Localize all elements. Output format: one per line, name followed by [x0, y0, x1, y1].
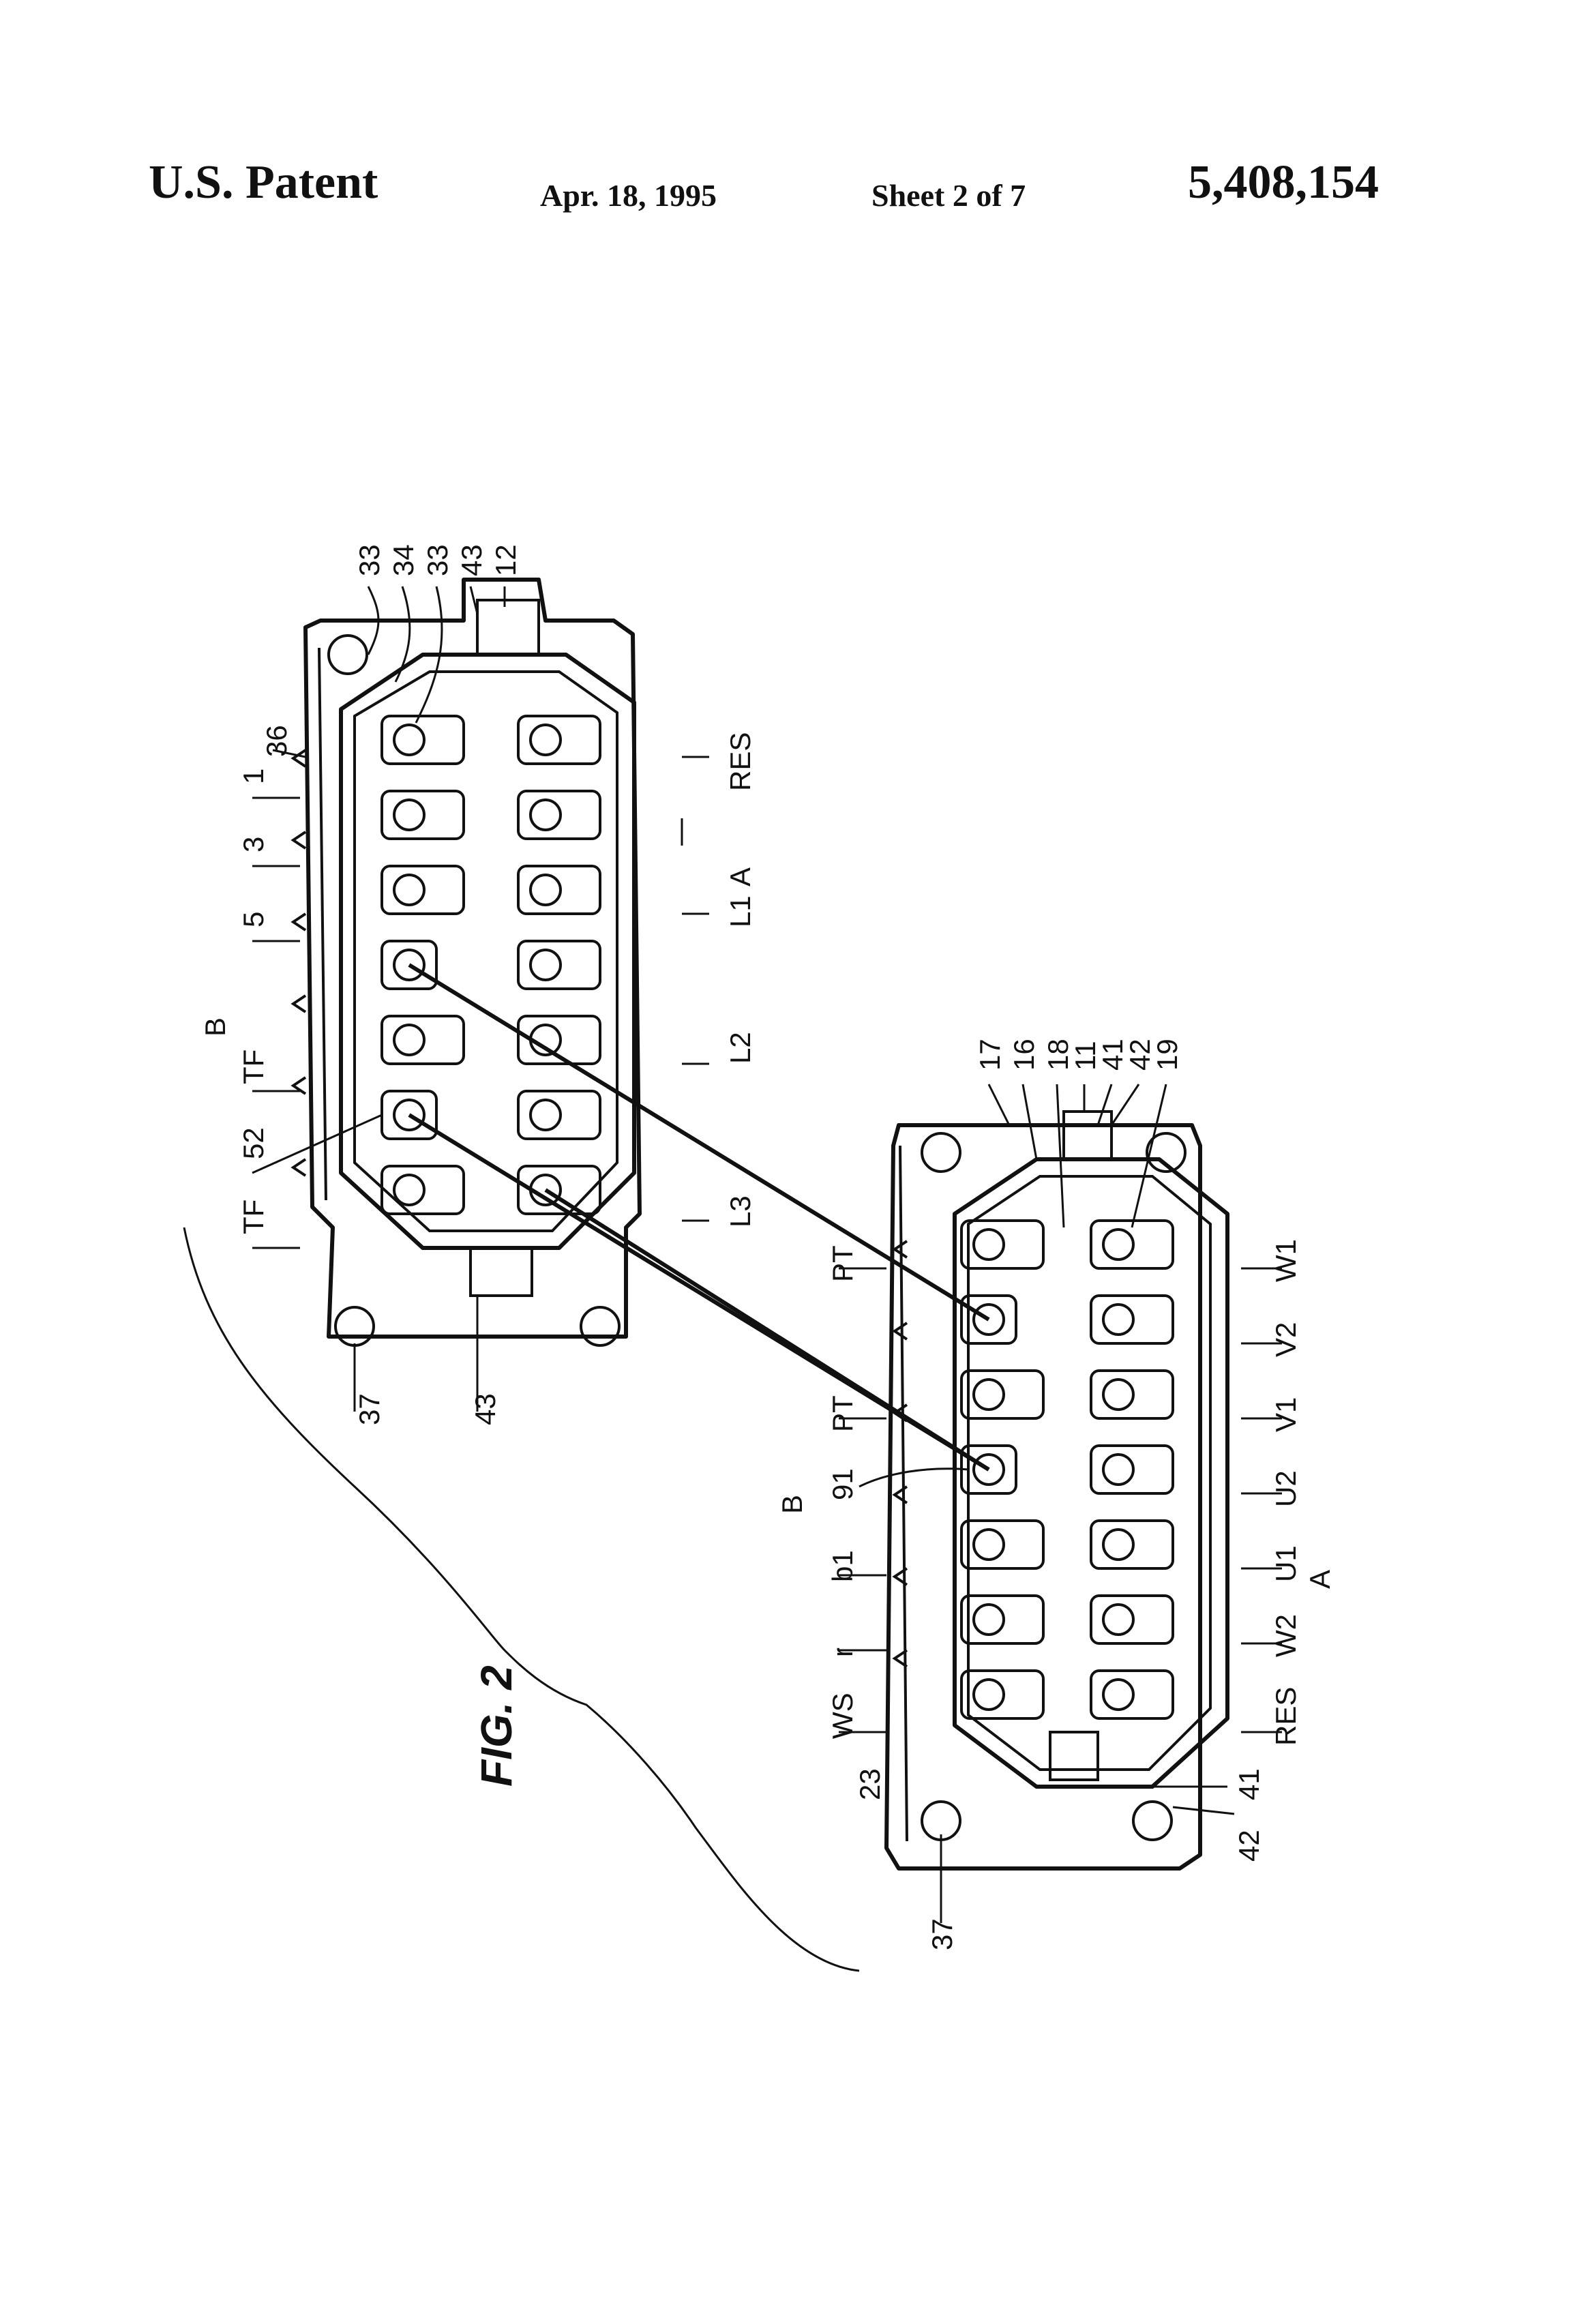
pin-u2: U2 — [1270, 1470, 1302, 1507]
ref-42-bottom: 42 — [1233, 1830, 1265, 1862]
arrow-a-upper: A — [724, 867, 756, 887]
ref-19: 19 — [1151, 1039, 1183, 1071]
pin-v2: V2 — [1270, 1322, 1302, 1357]
lower-right-pin-labels: W1 V2 V1 U2 U1 W2 A RES — [1270, 1239, 1336, 1746]
arrow-a-lower: A — [1304, 1570, 1336, 1589]
pin-pt-1: PT — [826, 1245, 859, 1282]
pin-l2: L2 — [724, 1032, 756, 1064]
figure-title: FIG. 2 — [472, 1665, 521, 1787]
pin-5: 5 — [237, 912, 269, 927]
ref-18: 18 — [1042, 1039, 1074, 1071]
ref-41-bottom: 41 — [1233, 1768, 1265, 1800]
patent-label: U.S. Patent — [149, 156, 378, 209]
ref-33b: 33 — [421, 544, 453, 576]
pin-u1: U1 — [1270, 1545, 1302, 1582]
ref-52: 52 — [237, 1127, 269, 1159]
ref-16: 16 — [1008, 1039, 1040, 1071]
upper-left-pin-labels: 36 1 3 5 TF 52 TF B — [199, 725, 293, 1234]
upper-top-labels: 33 34 33 43 12 — [353, 544, 522, 576]
ref-12: 12 — [490, 544, 522, 576]
ref-23: 23 — [854, 1768, 886, 1800]
pin-tf-2: TF — [237, 1200, 269, 1234]
pin-l3: L3 — [724, 1195, 756, 1227]
pin-pt-2: PT — [826, 1395, 859, 1432]
view-marker-b-lower: B — [776, 1495, 808, 1514]
pin-w1: W1 — [1270, 1239, 1302, 1282]
pin-r: r — [826, 1648, 859, 1657]
ref-37-lower: 37 — [926, 1918, 958, 1950]
pin-w2: W2 — [1270, 1614, 1302, 1657]
ref-34: 34 — [387, 544, 419, 576]
ref-41-top: 41 — [1096, 1039, 1129, 1071]
ref-42-top: 42 — [1124, 1039, 1156, 1071]
patent-date: Apr. 18, 1995 — [540, 178, 717, 213]
lower-terminals — [960, 1219, 1174, 1720]
pin-v1: V1 — [1270, 1397, 1302, 1432]
ref-37-upper: 37 — [353, 1393, 385, 1425]
lower-left-pin-labels: PT PT 91 B b1 r WS 23 — [776, 1245, 886, 1800]
patent-number: 5,408,154 — [1188, 156, 1379, 209]
ref-11: 11 — [1069, 1041, 1101, 1071]
ref-43-top: 43 — [456, 544, 488, 576]
upper-bottom-labels: 37 43 — [353, 1393, 501, 1425]
ref-33a: 33 — [353, 544, 385, 576]
figure-brace — [183, 1227, 860, 1972]
ref-36: 36 — [260, 725, 293, 757]
ref-43-bottom: 43 — [469, 1393, 501, 1425]
upper-terminals — [380, 715, 601, 1215]
leader-lines — [252, 586, 1282, 1923]
pin-3: 3 — [237, 837, 269, 852]
connecting-wires — [408, 963, 990, 1472]
sheet-number: Sheet 2 of 7 — [871, 178, 1026, 213]
pin-res-upper: RES — [724, 732, 756, 791]
upper-right-pin-labels: RES A L1 L2 L3 — [724, 732, 756, 1227]
upper-connector — [290, 578, 642, 1347]
pin-l1: L1 — [724, 895, 756, 927]
pin-b1: b1 — [826, 1550, 859, 1582]
lower-top-labels: 17 16 18 11 41 42 19 — [974, 1039, 1183, 1071]
ref-17: 17 — [974, 1039, 1006, 1071]
pin-res-lower: RES — [1270, 1687, 1302, 1746]
pin-tf-1: TF — [237, 1049, 269, 1084]
lower-bottom-labels: 42 41 37 — [926, 1768, 1265, 1950]
pin-1: 1 — [237, 769, 269, 784]
ref-91: 91 — [826, 1468, 859, 1500]
lower-connector — [884, 1110, 1229, 1871]
view-marker-b-upper: B — [199, 1017, 231, 1037]
